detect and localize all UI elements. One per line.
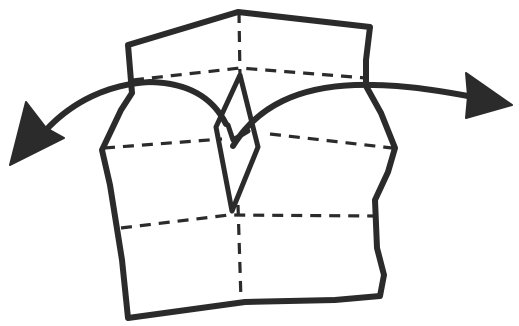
pull-left-arrowhead [10,102,64,165]
pull-right-arrowhead [466,73,512,118]
lower-horizontal-fold [121,215,375,228]
pull-left-arrow [46,82,226,130]
upper-horizontal-fold [133,68,366,80]
center-vertical-fold [238,12,241,300]
middle-horizontal-fold [104,134,392,148]
pull-right-arrow [233,85,468,146]
